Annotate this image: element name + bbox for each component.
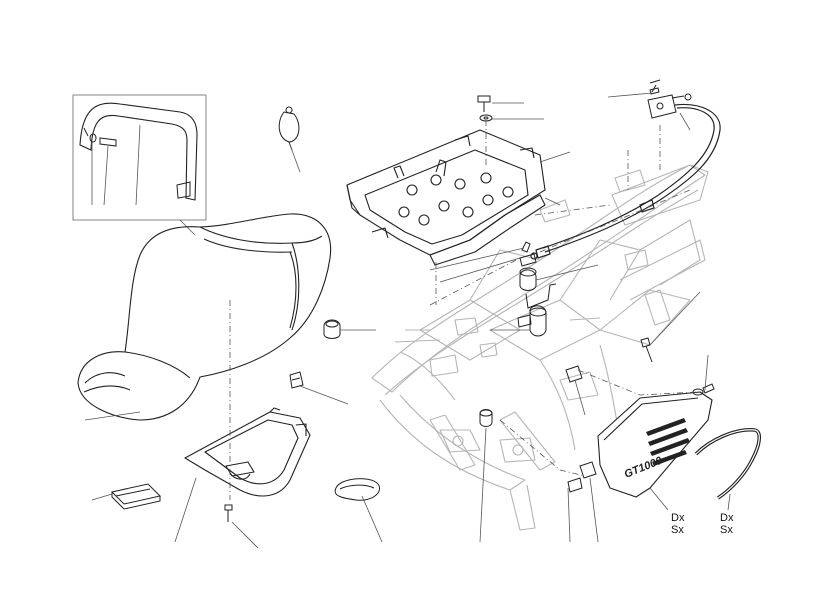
- lanyard-icon: [278, 106, 300, 151]
- label-dx-seal: Dx: [720, 512, 734, 524]
- grab-handle-icon: [79, 102, 198, 201]
- label-sx-cover: Sx: [671, 524, 684, 536]
- side-cover-icon: [597, 391, 713, 498]
- cover-clip-icon: [567, 461, 597, 493]
- seat-tray-icon: [184, 407, 311, 497]
- seat-lock-icon: [647, 79, 692, 119]
- seat-icon: [77, 213, 332, 421]
- small-parts: [111, 87, 715, 522]
- manual-booklet-icon: [111, 483, 161, 510]
- assembly-lines: [229, 120, 699, 500]
- inset-frame: [72, 94, 207, 221]
- label-sx-seal: Sx: [720, 524, 733, 536]
- handle-bolt-icon: [83, 127, 117, 147]
- rubber-pad-icon: [334, 478, 380, 501]
- screw-icon: [224, 504, 233, 522]
- undertray-icon: [346, 129, 546, 266]
- seat-release-cable-icon: [530, 103, 721, 260]
- pin-icon: [640, 337, 653, 363]
- leader-lines: [84, 92, 731, 549]
- inset-leaders: [91, 124, 196, 236]
- label-dx-cover: Dx: [671, 512, 685, 524]
- seal-strip-icon: [694, 428, 761, 500]
- cover-vent-icon: [646, 418, 690, 466]
- clip-icon: [289, 371, 304, 389]
- grommet-icon: [323, 319, 341, 339]
- seat-latch-icon: [517, 241, 557, 337]
- lock-screw-icon: [649, 87, 660, 95]
- frame-clip-icon: [565, 365, 583, 383]
- bush-icon: [479, 409, 493, 427]
- grab-handle-inset: [72, 94, 207, 236]
- bolt-icon: [477, 95, 493, 122]
